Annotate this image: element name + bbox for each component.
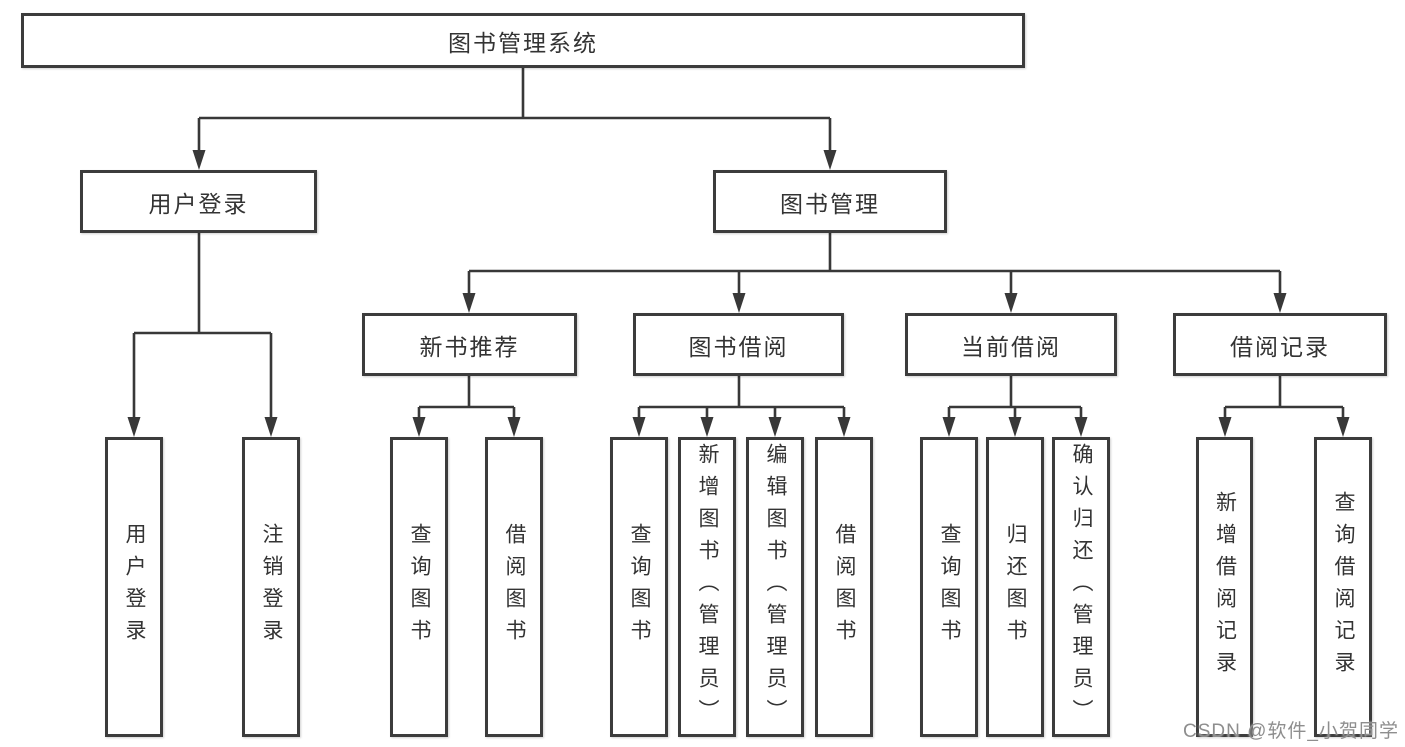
connector-bookborrow-children: [632, 376, 851, 437]
leaf-borrow-books: 借阅图书: [815, 437, 873, 737]
node-book-borrow: 图书借阅: [633, 313, 844, 376]
watermark: CSDN @软件_小贺同学: [1183, 721, 1399, 742]
leaf-query-books-current: 查询图书: [920, 437, 978, 737]
leaf-query-books-current-label: 查询图书: [938, 523, 961, 651]
connector-line: [417, 376, 516, 420]
leaf-return-books: 归还图书: [986, 437, 1044, 737]
leaf-add-book-admin-label: 新增图书（管理员）: [696, 443, 719, 731]
arrowhead-down: [942, 417, 1088, 437]
leaf-query-books-borrow-label: 查询图书: [628, 523, 651, 651]
leaf-query-borrow-record-label: 查询借阅记录: [1332, 491, 1355, 683]
arrowhead-down: [192, 150, 837, 170]
leaf-add-book-admin: 新增图书（管理员）: [678, 437, 736, 737]
leaf-user-login-label: 用户登录: [123, 523, 146, 651]
arrowhead-down: [127, 417, 278, 437]
node-current-borrow: 当前借阅: [905, 313, 1117, 376]
leaf-borrow-books-recommend-label: 借阅图书: [503, 523, 526, 651]
connector-userlogin-children: [127, 233, 278, 437]
node-user-login-label: 用户登录: [148, 190, 249, 217]
leaf-query-borrow-record: 查询借阅记录: [1314, 437, 1372, 737]
leaf-borrow-books-recommend: 借阅图书: [485, 437, 543, 737]
leaf-query-books-recommend-label: 查询图书: [408, 523, 431, 651]
leaf-confirm-return-admin-label: 确认归还（管理员）: [1070, 443, 1093, 731]
node-borrow-records-label: 借阅记录: [1230, 333, 1330, 360]
arrowhead-down: [632, 417, 851, 437]
leaf-query-books-recommend: 查询图书: [390, 437, 448, 737]
leaf-confirm-return-admin: 确认归还（管理员）: [1052, 437, 1110, 737]
leaf-logout: 注销登录: [242, 437, 300, 737]
connector-currentborrow-children: [942, 376, 1088, 437]
node-book-management: 图书管理: [713, 170, 947, 233]
connector-line: [132, 233, 273, 420]
leaf-edit-book-admin: 编辑图书（管理员）: [746, 437, 804, 737]
leaf-add-borrow-record-label: 新增借阅记录: [1213, 491, 1237, 683]
connector-borrowrecord-children: [1218, 376, 1350, 437]
connector-line: [947, 376, 1083, 420]
node-borrow-records: 借阅记录: [1173, 313, 1387, 376]
connector-line: [197, 68, 832, 152]
leaf-return-books-label: 归还图书: [1004, 523, 1027, 651]
leaf-borrow-books-label: 借阅图书: [833, 523, 856, 651]
connector-line: [637, 376, 846, 420]
leaf-edit-book-admin-label: 编辑图书（管理员）: [764, 443, 787, 731]
leaf-query-books-borrow: 查询图书: [610, 437, 668, 737]
node-new-book-recommend: 新书推荐: [362, 313, 577, 376]
node-root-label: 图书管理系统: [448, 29, 598, 56]
connector-line: [467, 233, 1282, 296]
node-book-management-label: 图书管理: [780, 190, 880, 217]
arrowhead-down: [462, 293, 1287, 313]
arrowhead-down: [412, 417, 521, 437]
node-user-login: 用户登录: [80, 170, 317, 233]
leaf-add-borrow-record: 新增借阅记录: [1196, 437, 1253, 737]
connector-bookmgmt-to-level3: [462, 233, 1287, 313]
connector-newbook-children: [412, 376, 521, 437]
node-current-borrow-label: 当前借阅: [961, 333, 1061, 360]
arrowhead-down: [1218, 417, 1350, 437]
node-root: 图书管理系统: [21, 13, 1025, 68]
node-book-borrow-label: 图书借阅: [688, 333, 789, 360]
leaf-user-login: 用户登录: [105, 437, 163, 737]
connector-root-to-level2: [192, 68, 837, 170]
leaf-logout-label: 注销登录: [260, 523, 283, 651]
connector-line: [1223, 376, 1345, 420]
node-new-book-recommend-label: 新书推荐: [419, 333, 520, 360]
